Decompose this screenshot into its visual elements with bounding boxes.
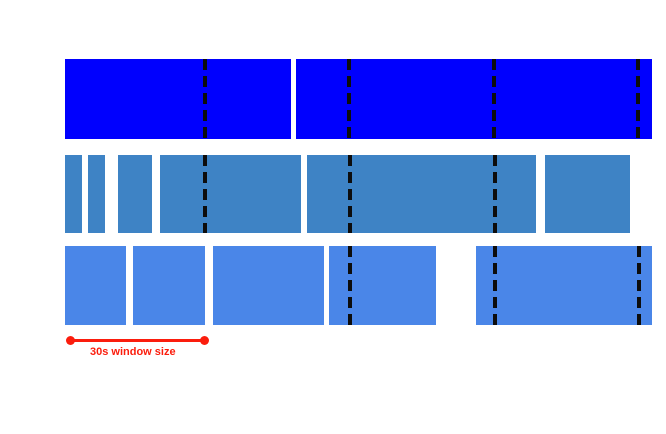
window-size-arrow-line [70,338,204,342]
window-boundary-line [203,155,207,233]
window-boundary-line [203,59,207,139]
track-bottom-segment [133,246,205,325]
track-middle-segment [118,155,152,233]
window-size-label: 30s window size [90,346,176,358]
track-bottom-segment [329,246,436,325]
window-boundary-line [493,155,497,233]
track-bottom-segment [476,246,652,325]
track-middle-segment [307,155,536,233]
window-boundary-line [492,59,496,139]
window-boundary-line [493,246,497,325]
track-middle-segment [88,155,105,233]
window-size-arrow-left-endpoint [65,335,75,345]
window-boundary-line [636,59,640,139]
track-middle-segment [160,155,301,233]
window-size-arrow-right-endpoint [199,335,209,345]
track-bottom-segment [65,246,126,325]
window-boundary-line [347,59,351,139]
window-boundary-line [348,155,352,233]
track-bottom-segment [213,246,324,325]
track-top-segment [296,59,652,139]
window-boundary-line [348,246,352,325]
track-middle-segment [65,155,82,233]
track-top-segment [65,59,291,139]
window-boundary-line [637,246,641,325]
track-middle-segment [545,155,630,233]
